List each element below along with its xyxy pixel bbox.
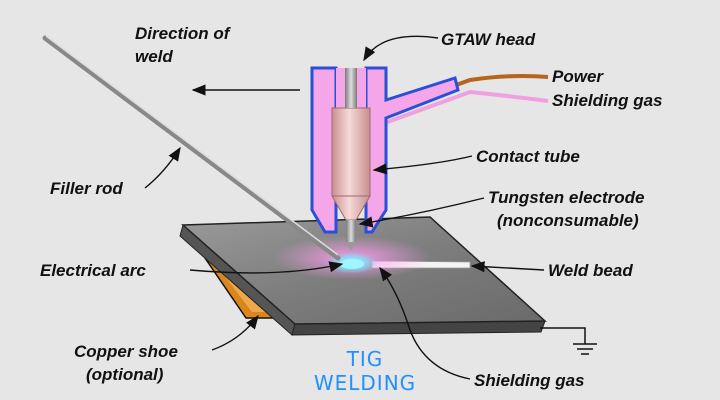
title-line2: WELDING — [314, 371, 416, 395]
tungsten-leader — [358, 197, 485, 228]
tungsten-electrode-label-line2: (nonconsumable) — [497, 211, 639, 230]
weld-pool — [340, 259, 364, 269]
shielding-gas-bottom-label: Shielding gas — [474, 371, 585, 390]
tungsten-electrode — [345, 68, 357, 251]
gas-hose — [381, 89, 549, 126]
gtaw-head-label: GTAW head — [441, 30, 536, 49]
direction-of-weld-label-line1: Direction of — [135, 24, 232, 43]
power-label: Power — [552, 67, 604, 86]
direction-of-weld-label-line2: weld — [135, 47, 173, 66]
power-cable — [381, 74, 549, 114]
weld-bead-label: Weld bead — [548, 261, 633, 280]
copper-shoe-leader — [211, 314, 259, 351]
electrical-arc-leader — [189, 261, 344, 274]
contact-tube-leader — [372, 155, 473, 175]
tungsten-electrode-label-line1: Tungsten electrode — [488, 188, 645, 207]
copper-shoe-label-line2: (optional) — [86, 365, 164, 384]
electrical-arc-label: Electrical arc — [40, 261, 146, 280]
contact-tube — [331, 107, 371, 221]
weld-bead-leader — [470, 261, 545, 273]
ground-symbol — [540, 327, 597, 355]
title-line1: TIG — [346, 347, 384, 371]
shielding-gas-leader — [379, 266, 471, 380]
filler-rod-highlight — [45, 35, 339, 256]
gtaw-head-leader — [363, 35, 439, 62]
contact-tube-label: Contact tube — [476, 147, 580, 166]
filler-rod — [42, 35, 341, 261]
filler-rod-label: Filler rod — [50, 179, 123, 198]
copper-shoe-label-line1: Copper shoe — [74, 342, 178, 361]
filler-rod-leader — [144, 146, 181, 189]
shielding-gas-top-label: Shielding gas — [552, 91, 663, 110]
leader-lines — [144, 35, 545, 380]
